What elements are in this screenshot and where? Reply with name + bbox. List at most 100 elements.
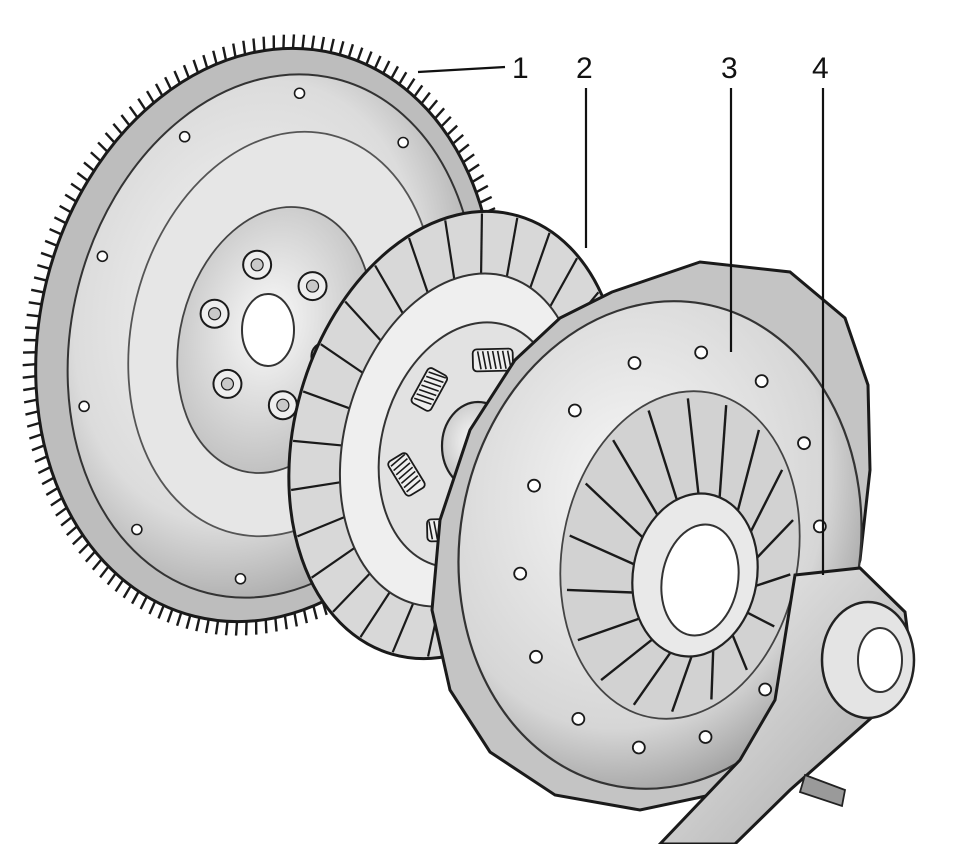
ring-gear-tooth bbox=[195, 617, 201, 632]
ring-gear-tooth bbox=[166, 608, 174, 623]
ring-gear-tooth bbox=[23, 386, 37, 392]
ring-gear-tooth bbox=[232, 43, 237, 58]
ring-gear-tooth bbox=[154, 83, 164, 97]
friction-segment-rivet-line bbox=[529, 232, 551, 289]
flywheel-bolt-head bbox=[305, 279, 320, 293]
pressure-plate-hole bbox=[513, 566, 528, 581]
damper-spring-coil bbox=[390, 453, 406, 467]
ring-gear-tooth bbox=[114, 579, 125, 593]
damper-spring-coil bbox=[421, 384, 439, 392]
ring-gear-tooth bbox=[31, 444, 45, 452]
ring-gear-tooth bbox=[50, 496, 63, 507]
pressure-plate-hole bbox=[527, 478, 541, 493]
flywheel-bolt-head bbox=[250, 258, 264, 272]
friction-segment-rivet-line bbox=[296, 516, 345, 538]
pressure-plate-hole bbox=[529, 649, 543, 664]
damper-spring-coil bbox=[406, 479, 421, 493]
ring-gear-tooth bbox=[25, 410, 39, 416]
diaphragm-finger bbox=[746, 611, 775, 628]
damper-spring bbox=[471, 347, 514, 373]
friction-segment-rivet-line bbox=[549, 257, 578, 308]
pressure-plate-hole bbox=[758, 682, 773, 697]
ring-gear-tooth bbox=[291, 34, 296, 49]
release-bearing-bore bbox=[857, 627, 903, 693]
callout-2-label: 2 bbox=[576, 52, 593, 85]
friction-segment-rivet-line bbox=[310, 547, 356, 579]
pressure-plate-hole bbox=[631, 740, 646, 755]
ring-gear-tooth bbox=[373, 55, 382, 70]
ring-gear-tooth bbox=[440, 115, 452, 128]
ring-gear-tooth bbox=[175, 612, 183, 627]
callout-4-label: 4 bbox=[812, 52, 829, 85]
ring-gear-tooth bbox=[446, 124, 459, 136]
ring-gear-tooth bbox=[40, 251, 54, 259]
ring-gear-tooth bbox=[131, 590, 140, 605]
ring-gear-tooth bbox=[90, 151, 102, 163]
ring-gear-tooth bbox=[99, 565, 110, 579]
ring-gear-tooth bbox=[84, 550, 96, 563]
ring-gear-tooth bbox=[22, 374, 36, 379]
flywheel-rim-hole bbox=[78, 400, 90, 413]
ring-gear-tooth bbox=[104, 132, 116, 144]
callout-1-leader bbox=[417, 65, 506, 74]
flywheel-rim-hole bbox=[96, 250, 109, 263]
ring-gear-tooth bbox=[413, 84, 424, 98]
damper-spring bbox=[410, 367, 449, 412]
ring-gear-tooth bbox=[204, 619, 210, 634]
ring-gear-tooth bbox=[398, 71, 408, 85]
ring-gear-tooth bbox=[106, 572, 117, 586]
ring-gear-tooth bbox=[49, 227, 62, 236]
ring-gear-tooth bbox=[59, 204, 72, 214]
ring-gear-tooth bbox=[467, 163, 480, 174]
diaphragm-finger bbox=[632, 651, 672, 706]
ring-gear-tooth bbox=[145, 90, 155, 104]
pressure-plate-hole bbox=[698, 730, 713, 744]
ring-gear-tooth bbox=[475, 184, 489, 194]
ring-gear-tooth bbox=[338, 40, 345, 56]
ring-gear-tooth bbox=[365, 51, 373, 66]
ring-gear-tooth bbox=[252, 38, 256, 53]
friction-segment-rivet-line bbox=[505, 217, 519, 277]
ring-gear-tooth bbox=[302, 609, 308, 624]
ring-gear-tooth bbox=[434, 107, 446, 120]
ring-gear-tooth bbox=[301, 34, 306, 49]
ring-gear-tooth bbox=[37, 466, 51, 475]
damper-spring-coil bbox=[413, 397, 432, 406]
flywheel-rim-hole bbox=[131, 523, 143, 536]
ring-gear-tooth bbox=[427, 99, 439, 112]
ring-gear-tooth bbox=[457, 143, 470, 154]
friction-segment-rivet-line bbox=[320, 343, 364, 374]
ring-gear-tooth bbox=[137, 98, 147, 111]
ring-gear-tooth bbox=[70, 182, 83, 193]
friction-segment-rivet-line bbox=[407, 237, 429, 293]
friction-segment-rivet-line bbox=[391, 602, 415, 653]
ring-gear-tooth bbox=[234, 621, 239, 636]
callout-3-label: 3 bbox=[721, 52, 738, 85]
diaphragm-finger bbox=[600, 638, 653, 681]
ring-gear-tooth bbox=[420, 91, 431, 105]
flywheel-rim-hole bbox=[234, 572, 247, 585]
ring-gear-tooth bbox=[41, 476, 55, 486]
diaphragm-finger bbox=[647, 410, 678, 501]
diaphragm-finger bbox=[686, 398, 700, 494]
flywheel-rim-hole bbox=[178, 130, 191, 143]
diaphragm-spring-fingers bbox=[566, 398, 794, 713]
release-fork-pin bbox=[798, 773, 847, 808]
ring-gear-tooth bbox=[139, 595, 148, 610]
ring-gear-tooth bbox=[34, 455, 48, 463]
friction-segment-rivet-line bbox=[302, 390, 350, 410]
friction-segment-rivet-line bbox=[479, 213, 484, 274]
ring-gear-tooth bbox=[390, 65, 399, 80]
damper-spring-coil bbox=[423, 379, 442, 388]
ring-gear-tooth bbox=[202, 54, 209, 69]
pressure-plate-hole bbox=[694, 345, 709, 360]
ring-gear-tooth bbox=[479, 195, 493, 204]
ring-gear-tooth bbox=[28, 301, 42, 306]
diaphragm-finger bbox=[584, 482, 644, 539]
ring-gear-tooth bbox=[262, 36, 266, 51]
ring-gear-tooth bbox=[60, 516, 73, 527]
callouts: 1 2 3 4 bbox=[417, 52, 829, 575]
diaphragm-center-bore bbox=[660, 523, 740, 637]
damper-spring-coil bbox=[481, 351, 487, 370]
